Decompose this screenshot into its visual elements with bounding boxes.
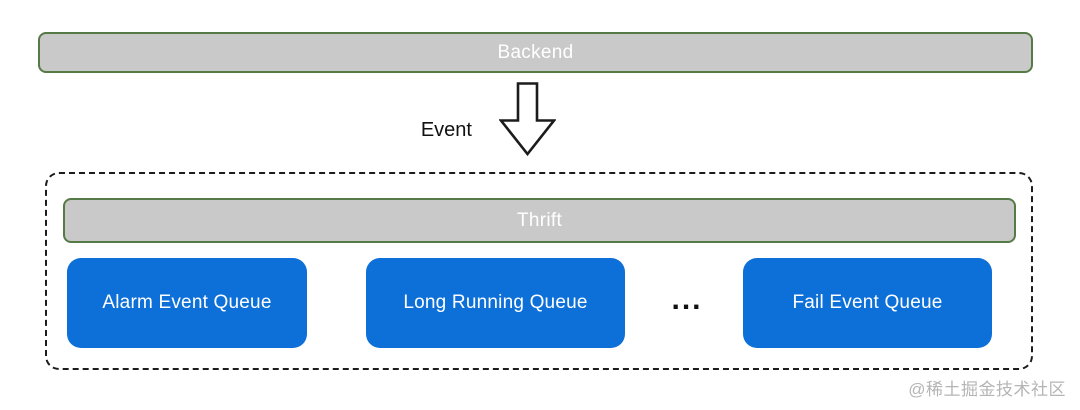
queue-node-long-running: Long Running Queue [366, 258, 625, 348]
down-arrow-icon [499, 82, 556, 156]
thrift-node: Thrift [63, 198, 1016, 243]
thrift-label: Thrift [516, 209, 563, 231]
thrift-group-container [45, 172, 1033, 370]
event-label: Event [420, 119, 472, 141]
backend-node: Backend [38, 32, 1033, 73]
queue-node-alarm: Alarm Event Queue [67, 258, 307, 348]
ellipsis-more-queues: ... [671, 283, 703, 316]
queue-label: Long Running Queue [403, 292, 588, 313]
queue-label: Alarm Event Queue [102, 292, 272, 313]
queue-node-fail: Fail Event Queue [743, 258, 992, 348]
queue-label: Fail Event Queue [792, 292, 943, 313]
watermark-text: @稀土掘金技术社区 [908, 380, 1066, 399]
backend-label: Backend [497, 41, 574, 63]
